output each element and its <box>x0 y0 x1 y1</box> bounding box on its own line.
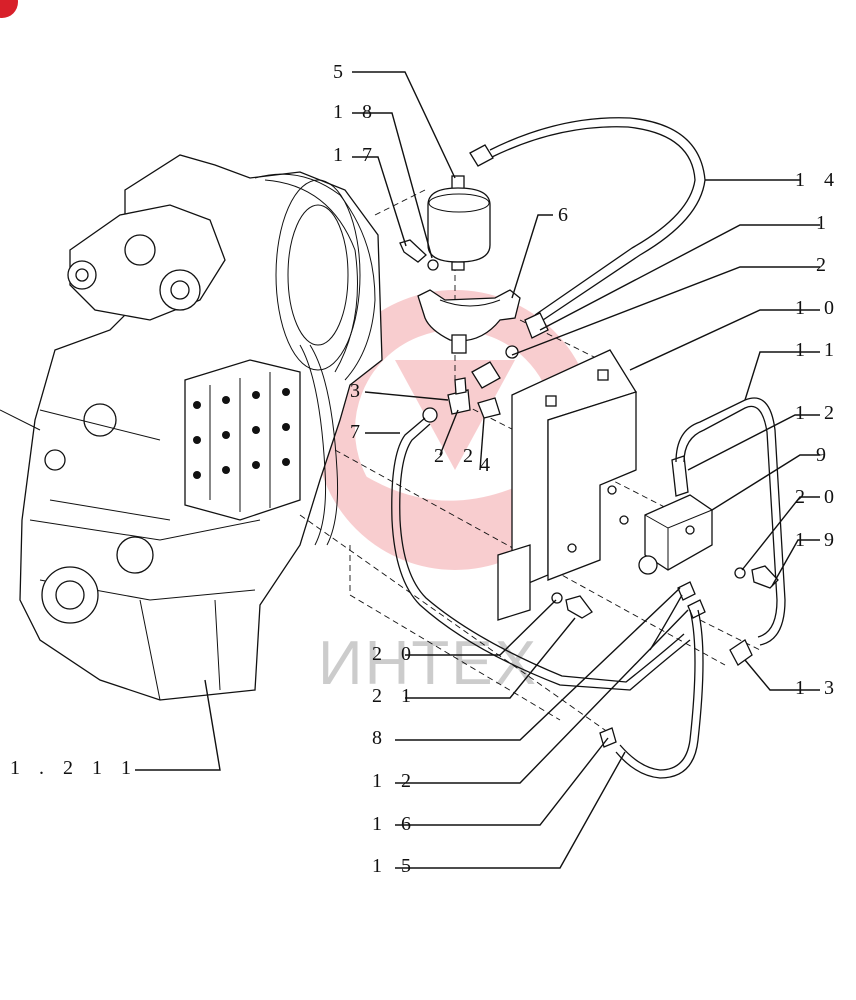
adapter-2 <box>471 361 501 389</box>
leader-lines <box>135 71 820 869</box>
label-12-top: 1 2 <box>795 402 841 424</box>
pipe-15 <box>599 581 706 779</box>
label-17: 1 7 <box>333 144 379 166</box>
hose-11 <box>675 397 786 666</box>
label-21: 2 1 <box>372 685 418 707</box>
label-1: 1 <box>816 212 833 234</box>
mounting-bracket <box>497 349 637 621</box>
pipe-7 <box>391 417 691 691</box>
label-18: 1 8 <box>333 101 379 123</box>
callout-labels: 5 1 8 1 7 6 1 4 1 2 1 0 1 1 3 7 2 2 4 1 … <box>10 61 841 877</box>
label-20-left: 2 0 <box>372 643 418 665</box>
label-assembly: 1 . 2 1 1 <box>10 757 138 779</box>
label-22: 2 2 <box>434 445 480 467</box>
label-16: 1 6 <box>372 813 418 835</box>
label-7: 7 <box>350 421 367 443</box>
label-11: 1 1 <box>795 339 841 361</box>
label-19: 1 9 <box>795 529 841 551</box>
tee-fitting <box>422 377 501 423</box>
label-3: 3 <box>350 380 367 402</box>
clamp-bracket <box>417 289 521 354</box>
label-8: 8 <box>372 727 389 749</box>
label-14: 1 4 <box>795 169 841 191</box>
watermark-text: ИНТЕХ <box>318 629 538 698</box>
label-9: 9 <box>816 444 833 466</box>
label-13: 1 3 <box>795 677 841 699</box>
label-4: 4 <box>480 454 497 476</box>
bolt-21 <box>551 592 593 619</box>
accumulator <box>427 175 491 271</box>
label-15: 1 5 <box>372 855 418 877</box>
transmission-assembly <box>0 154 383 701</box>
label-2: 2 <box>816 254 833 276</box>
label-10: 1 0 <box>795 297 841 319</box>
corner-badge <box>0 0 18 18</box>
bolt-19 <box>734 565 779 589</box>
label-6: 6 <box>558 204 575 226</box>
hose-14 <box>469 117 706 359</box>
label-20-right: 2 0 <box>795 486 841 508</box>
label-12-bottom: 1 2 <box>372 770 418 792</box>
valve-block-9 <box>638 455 713 575</box>
label-5: 5 <box>333 61 350 83</box>
